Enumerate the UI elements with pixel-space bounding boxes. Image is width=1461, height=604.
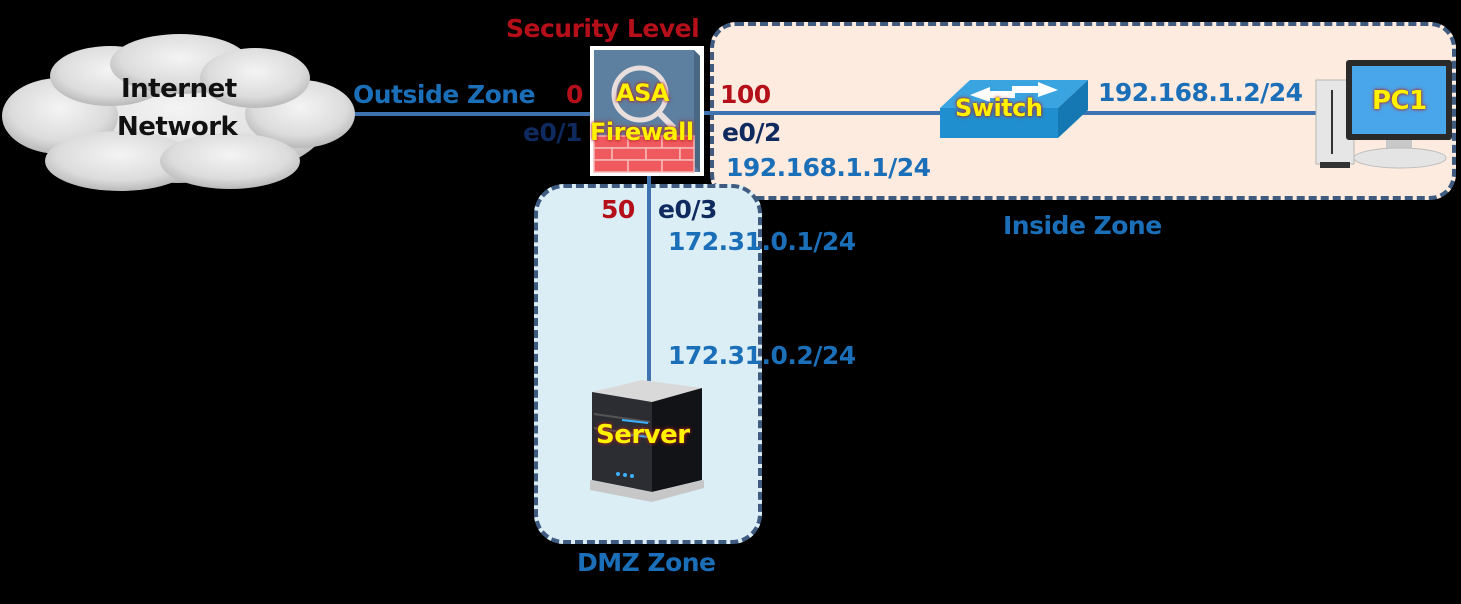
cloud-icon bbox=[2, 34, 355, 191]
pc-ip: 192.168.1.2/24 bbox=[1098, 78, 1303, 107]
dmz-zone-label: DMZ Zone bbox=[577, 548, 716, 577]
outside-link bbox=[350, 112, 595, 116]
outside-interface: e0/1 bbox=[523, 118, 582, 147]
firewall-icon[interactable] bbox=[590, 46, 704, 176]
internet-label-line1: Internet bbox=[121, 74, 237, 104]
server-label: Server bbox=[596, 420, 690, 450]
pc-icon[interactable] bbox=[1312, 58, 1458, 172]
switch-icon[interactable] bbox=[940, 78, 1088, 140]
server-icon[interactable] bbox=[582, 380, 714, 508]
outside-security-level: 0 bbox=[566, 80, 583, 109]
server-ip: 172.31.0.2/24 bbox=[668, 341, 856, 370]
inside-interface: e0/2 bbox=[722, 118, 781, 147]
dmz-interface: e0/3 bbox=[658, 195, 717, 224]
inside-firewall-ip: 192.168.1.1/24 bbox=[726, 153, 931, 182]
firewall-label-line2: Firewall bbox=[590, 118, 694, 146]
dmz-firewall-ip: 172.31.0.1/24 bbox=[668, 227, 856, 256]
inside-security-level: 100 bbox=[720, 80, 771, 109]
internet-label-line2: Network bbox=[117, 112, 238, 142]
switch-label: Switch bbox=[955, 94, 1043, 122]
outside-zone-label: Outside Zone bbox=[353, 80, 536, 109]
pc-label: PC1 bbox=[1372, 86, 1427, 116]
firewall-label-line1: ASA bbox=[616, 79, 669, 107]
dmz-security-level: 50 bbox=[601, 195, 635, 224]
inside-zone-label: Inside Zone bbox=[1003, 211, 1162, 240]
security-level-title: Security Level bbox=[506, 14, 700, 43]
dmz-link bbox=[647, 174, 651, 384]
